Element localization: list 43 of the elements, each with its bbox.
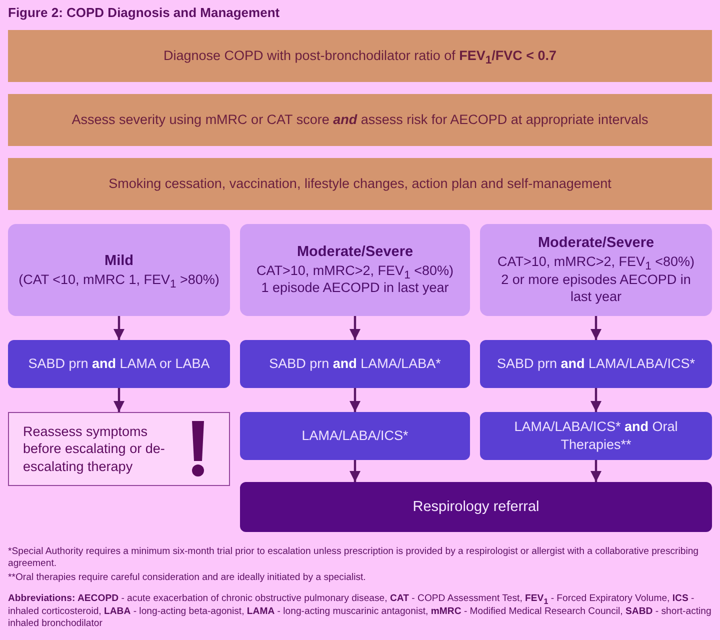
box-text: 2 or more episodes AECOPD in last year: [500, 270, 692, 306]
arrow: [114, 388, 124, 412]
arrow: [114, 316, 124, 340]
arrow: [590, 316, 602, 340]
referral-box: [240, 482, 712, 532]
arrow: [590, 460, 602, 482]
box-text: Assess severity using mMRC or CAT score and assess risk for AECOPD at appropriate intervals: [72, 111, 648, 129]
box-text: Smoking cessation, vaccination, lifestyle changes, action plan and self-management: [108, 175, 612, 193]
box-text: CAT>10, mMRC>2, FEV$_{1}$ <80%): [498, 253, 694, 271]
severity-box: [480, 224, 712, 316]
arrow: [350, 316, 360, 340]
step-band: [8, 158, 712, 210]
box-text: Respirology referral: [412, 498, 540, 516]
note-box: [8, 412, 230, 486]
arrow: [350, 460, 360, 482]
box-heading: Moderate/Severe: [296, 243, 414, 262]
box-text: LAMA/LABA/ICS* and Oral Therapies**: [513, 418, 679, 454]
footnote-text: *Special Authority requires a minimum six-month trial prior to escalation unless prescription is provided by a respirologist or allergist with a collaborative prescribing agreement.: [8, 546, 700, 571]
arrow: [350, 388, 360, 412]
footnote-text: **Oral therapies require careful consideration and are ideally initiated by a specialist.: [8, 572, 367, 584]
box-text: Reassess symptoms before escalating or de-escalating therapy: [23, 422, 166, 476]
treatment-box: [480, 412, 712, 460]
box-text: 1 episode AECOPD in last year: [261, 279, 449, 297]
box-heading: Moderate/Severe: [538, 234, 654, 254]
treatment-box: [240, 340, 470, 388]
footnote-text: Abbreviations: AECOPD - acute exacerbation of chronic obstructive pulmonary disease, CAT - COPD Assessment Test, FEV$_{1}$ - Forced Expiratory Volume, ICS - inhaled corticosteroid, LABA - long-acting beta-agonist, LAMA - long-acting muscarinic antagonist, mMRC - Modified Medical Research Council, SABD - short-acting inhaled bronchodilator: [8, 593, 712, 631]
severity-box: [240, 224, 470, 316]
treatment-box: [240, 412, 470, 460]
box-text: LAMA/LABA/ICS*: [302, 427, 408, 445]
figure-title: Figure 2: COPD Diagnosis and Management: [8, 5, 280, 20]
treatment-box: [8, 340, 230, 388]
box-text: SABD prn and LAMA/LABA*: [269, 355, 441, 373]
box-text: SABD prn and LAMA or LABA: [28, 355, 210, 373]
severity-box: [8, 224, 230, 316]
box-text: CAT>10, mMRC>2, FEV$_{1}$ <80%): [256, 262, 454, 280]
treatment-box: [480, 340, 712, 388]
box-text: SABD prn and LAMA/LABA/ICS*: [496, 355, 696, 373]
step-band: [8, 94, 712, 146]
box-text: (CAT <10, mMRC 1, FEV$_{1}$ >80%): [18, 270, 220, 288]
arrow: [590, 388, 602, 412]
box-heading: Mild: [104, 252, 134, 271]
box-text: Diagnose COPD with post-bronchodilator ratio of FEV$_{1}$/FVC < 0.7: [163, 47, 557, 65]
step-band: [8, 30, 712, 82]
